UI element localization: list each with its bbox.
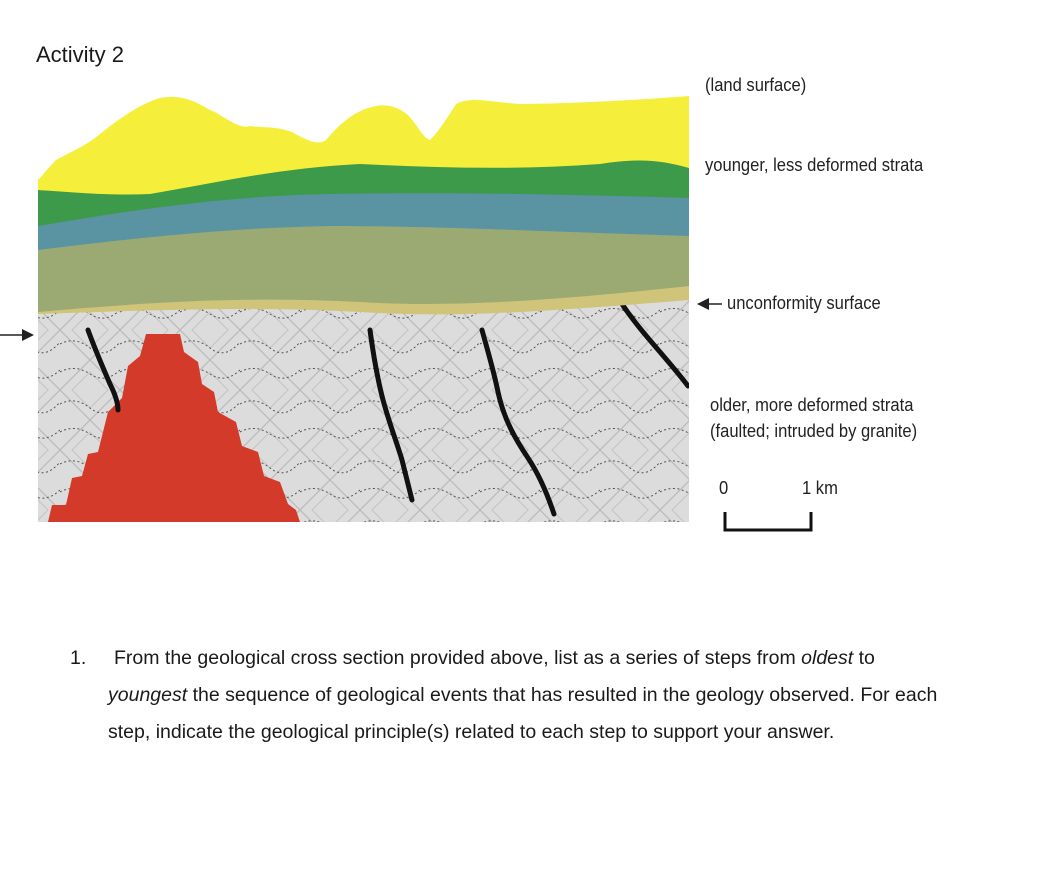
left-unconformity-marker	[0, 329, 34, 341]
land-surface-layer	[38, 96, 689, 195]
fault-lines	[85, 301, 689, 517]
older-strata-label-line1: older, more deformed strata	[710, 395, 914, 415]
scale-bar	[723, 512, 813, 532]
question-text-e: the sequence of geological events that h…	[108, 684, 938, 743]
question-text-c: to	[853, 647, 875, 669]
scale-km-label: 1 km	[802, 478, 838, 498]
youngest-emphasis: youngest	[108, 684, 188, 706]
granite-intrusion	[48, 334, 300, 522]
blue-stratum	[38, 189, 689, 250]
question-number: 1.	[70, 647, 87, 669]
olive-stratum	[38, 220, 689, 312]
scale-zero-label: 0	[719, 478, 729, 498]
older-strata-label-line2: (faulted; intruded by granite)	[710, 421, 918, 441]
land-surface-label: (land surface)	[705, 75, 807, 95]
unconformity-label: unconformity surface	[727, 293, 881, 313]
green-stratum	[38, 156, 689, 226]
unconformity-pointer-arrow	[697, 298, 722, 310]
question-text: From the geological cross section provid…	[108, 640, 958, 751]
activity-heading: Activity 2	[36, 42, 125, 67]
younger-strata-label: younger, less deformed strata	[705, 155, 924, 175]
question-text-a: From the geological cross section provid…	[114, 647, 802, 669]
oldest-emphasis: oldest	[801, 647, 854, 669]
geological-cross-section	[0, 96, 813, 532]
